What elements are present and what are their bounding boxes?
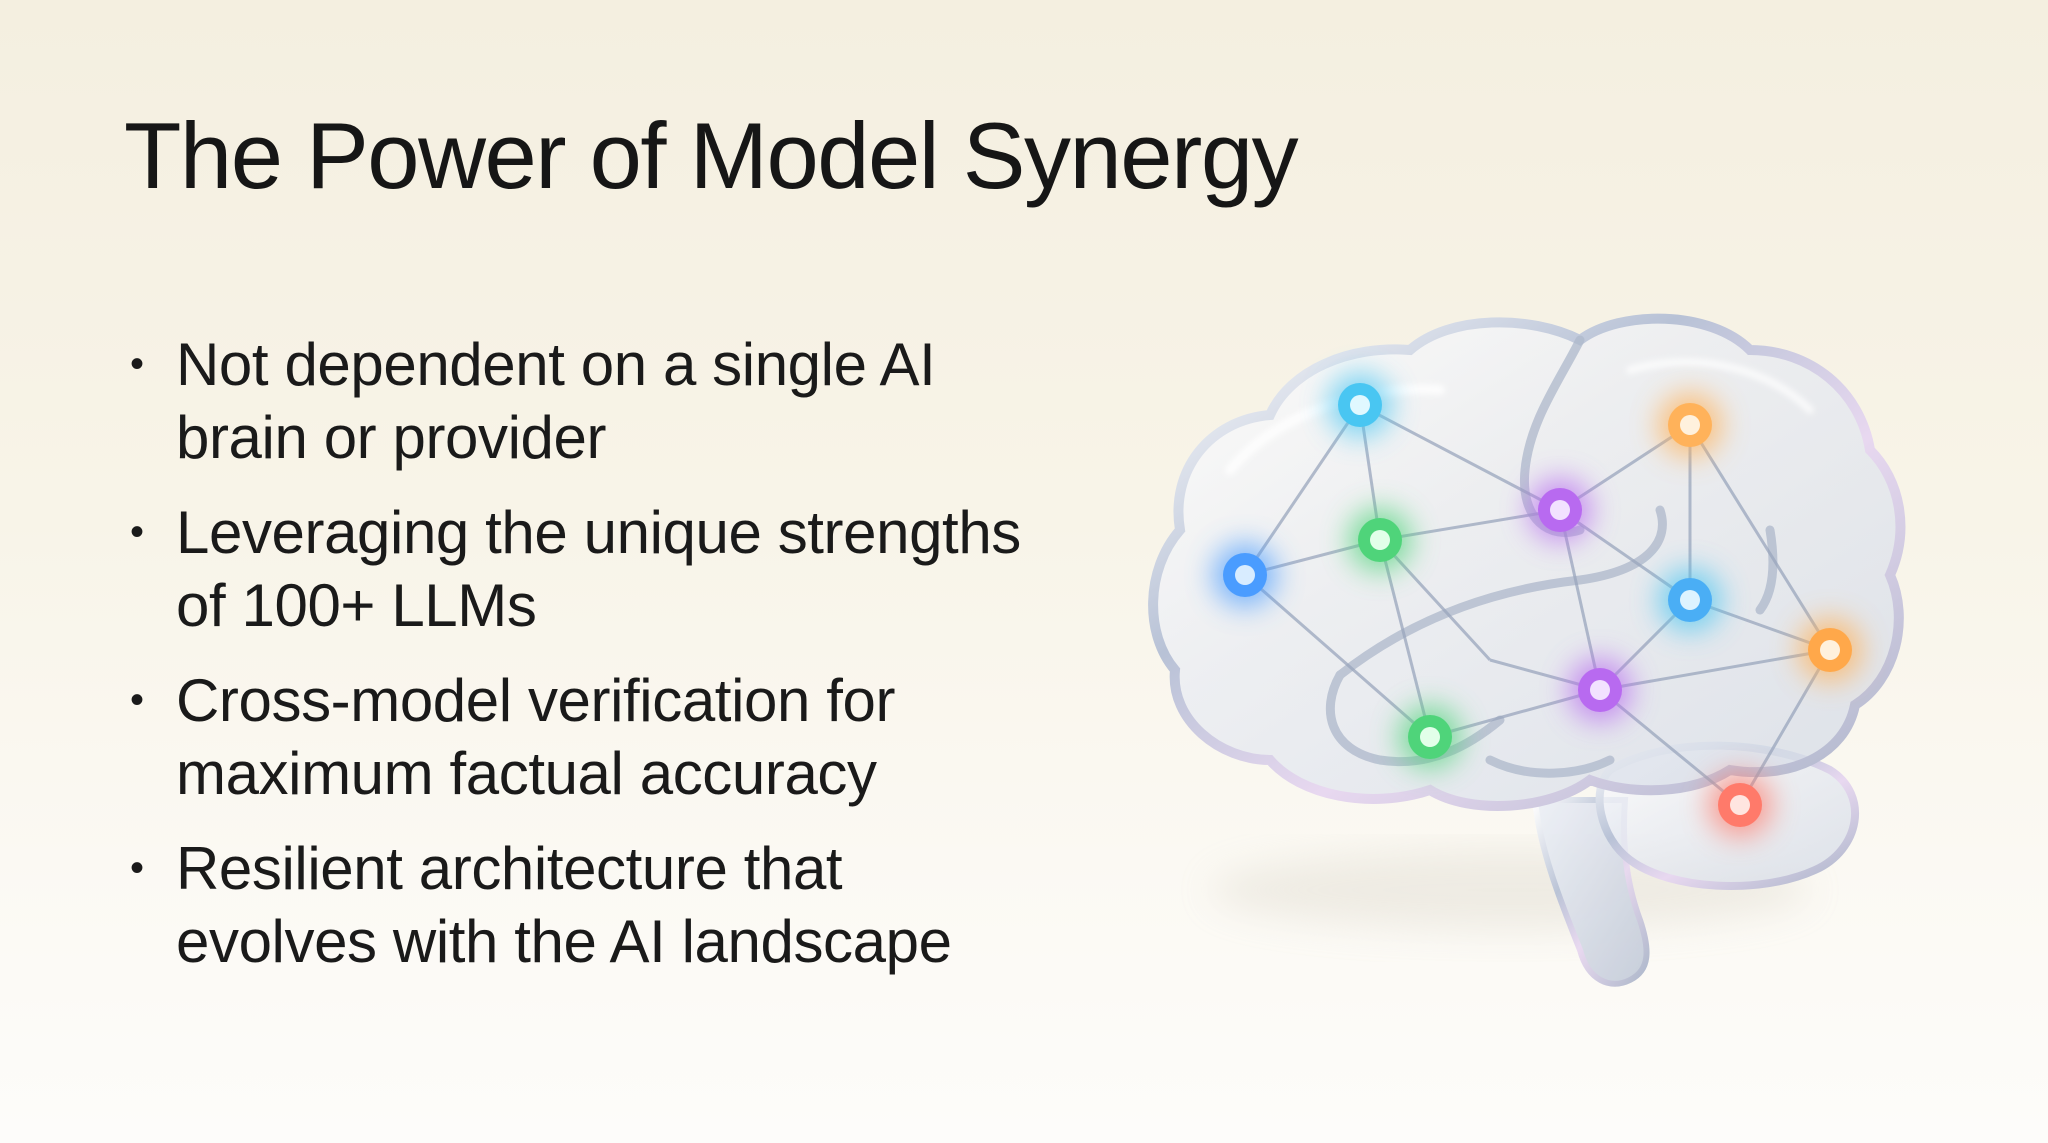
node-purple-icon xyxy=(1528,478,1592,542)
node-blue-icon xyxy=(1213,543,1277,607)
bullet-dot: • xyxy=(130,510,144,554)
node-orange-icon xyxy=(1658,393,1722,457)
brain-illustration xyxy=(1148,313,1906,987)
bullet-item: • Not dependent on a single AI brain or … xyxy=(124,328,1024,474)
network-link xyxy=(1244,573,1431,739)
fold-line xyxy=(1325,670,1505,767)
bullet-text: Cross-model verification for maximum fac… xyxy=(176,667,896,807)
glass-brain-network-icon xyxy=(1110,290,1910,1010)
node-coral-icon xyxy=(1708,773,1772,837)
node-green-icon xyxy=(1398,705,1462,769)
node-orange-icon xyxy=(1798,618,1862,682)
bullet-dot: • xyxy=(130,678,144,722)
bullet-text: Leveraging the unique strengths of 100+ … xyxy=(176,499,1021,639)
fold-line xyxy=(1485,755,1615,778)
bullet-text: Not dependent on a single AI brain or pr… xyxy=(176,331,936,471)
network-link xyxy=(1243,404,1362,576)
fold-line xyxy=(1755,525,1778,615)
network-link xyxy=(1599,648,1831,692)
network-link xyxy=(1688,424,1832,651)
network-link xyxy=(1359,403,1561,512)
fold-line xyxy=(1335,505,1667,680)
node-green-icon xyxy=(1348,508,1412,572)
bullet-item: • Leveraging the unique strengths of 100… xyxy=(124,496,1024,642)
gloss-highlight-shape xyxy=(1626,358,1814,414)
gloss-highlight-shape xyxy=(1225,384,1445,475)
network-link xyxy=(1378,539,1432,738)
bullet-item: • Cross-model verification for maximum f… xyxy=(124,664,1024,810)
bullet-dot: • xyxy=(130,342,144,386)
network-nodes xyxy=(1213,373,1862,837)
bullet-item: • Resilient architecture that evolves wi… xyxy=(124,832,1024,978)
node-blue-icon xyxy=(1658,568,1722,632)
bullet-dot: • xyxy=(130,846,144,890)
slide-title: The Power of Model Synergy xyxy=(124,103,1299,208)
bullet-text: Resilient architecture that evolves with… xyxy=(176,835,952,975)
bullet-list: • Not dependent on a single AI brain or … xyxy=(124,328,1024,1000)
node-purple-icon xyxy=(1568,658,1632,722)
node-cyan-icon xyxy=(1328,373,1392,437)
